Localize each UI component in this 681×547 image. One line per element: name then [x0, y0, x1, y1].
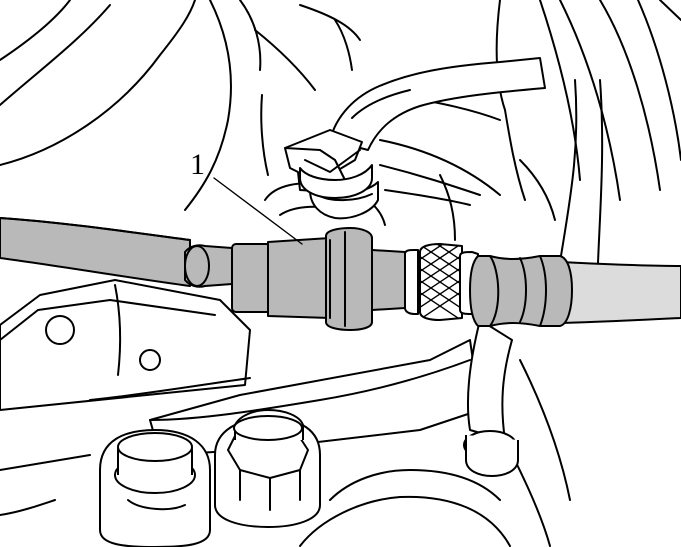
upper-pipe [329, 57, 546, 151]
callout-number: 1 [190, 148, 205, 181]
bleeder-cap [284, 129, 373, 199]
callout-1: 1 [190, 148, 303, 245]
right-main-hose [559, 79, 681, 324]
left-hose [0, 217, 191, 287]
lower-return-hose [463, 319, 519, 477]
quick-coupler [184, 227, 419, 331]
leader-line [213, 177, 303, 245]
knurled-sleeve [419, 243, 479, 321]
bolt-right [214, 409, 321, 528]
hose-end-fitting [469, 255, 573, 327]
bolt-left [99, 429, 211, 547]
background-contours [0, 0, 681, 241]
